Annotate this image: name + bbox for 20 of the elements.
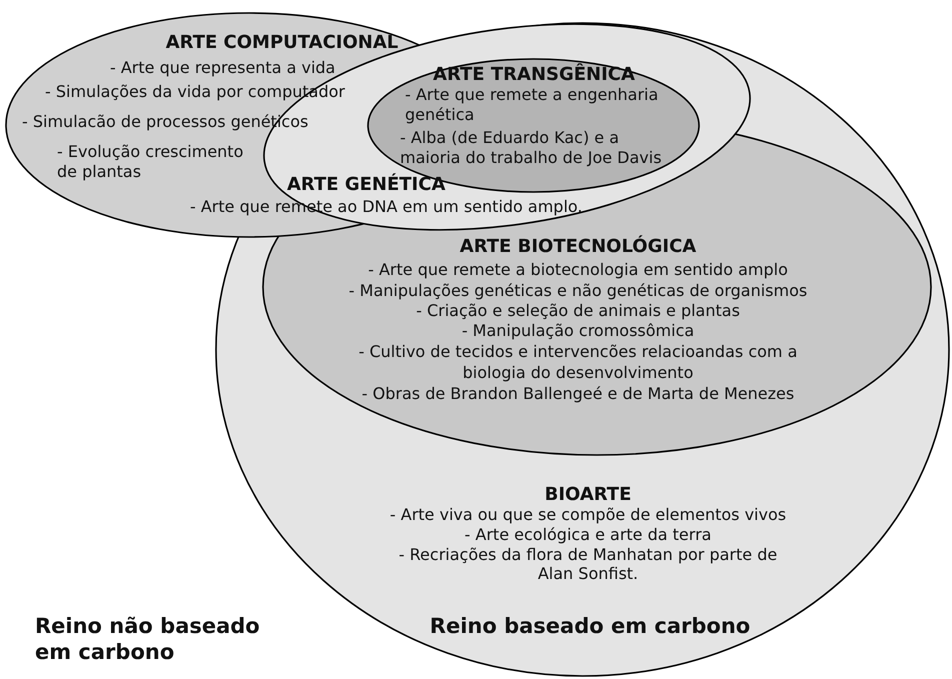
category-heading: ARTE TRANSGÊNICA [432, 64, 636, 86]
bullet-text: - Alba (de Eduardo Kac) e a maioria do trabalho de Joe Davis [400, 128, 663, 168]
bullet-text: - Arte que remete a engenharia genética [405, 85, 660, 125]
bullet-text: - Arte que representa a vida [110, 58, 336, 78]
bullet-text: - Manipulação cromossômica [460, 321, 696, 342]
bullet-text: - Arte viva ou que se compõe de elementos vivos [388, 505, 788, 524]
region-label: Reino baseado em carbono [428, 613, 752, 639]
bullet-text: - Arte que remete a biotecnologia em sentido amplo [367, 260, 789, 280]
bullet-text: - Recriações da flora de Manhatan por parte de Alan Sonfist. [398, 545, 778, 583]
category-heading: ARTE GENÉTICA [287, 174, 446, 196]
bullet-text: - Arte ecológica e arte da terra [464, 525, 712, 544]
category-heading: BIOARTE [544, 484, 632, 506]
category-heading: ARTE BIOTECNOLÓGICA [458, 236, 698, 258]
bullet-text: - Manipulações genéticas e não genéticas de organismos [348, 281, 808, 302]
bullet-text: - Evolução crescimento de plantas [57, 142, 244, 182]
region-label: Reino não baseado em carbono [35, 613, 261, 665]
category-heading: ARTE COMPUTACIONAL [164, 32, 400, 54]
bullet-text: - Criação e seleção de animais e plantas [415, 301, 741, 322]
bullet-text: - Obras de Brandon Ballengeé e de Marta de Menezes [360, 384, 796, 404]
bullet-text: - Cultivo de tecidos e intervencões relacioandas com a biologia do desenvolvimento [358, 342, 798, 383]
